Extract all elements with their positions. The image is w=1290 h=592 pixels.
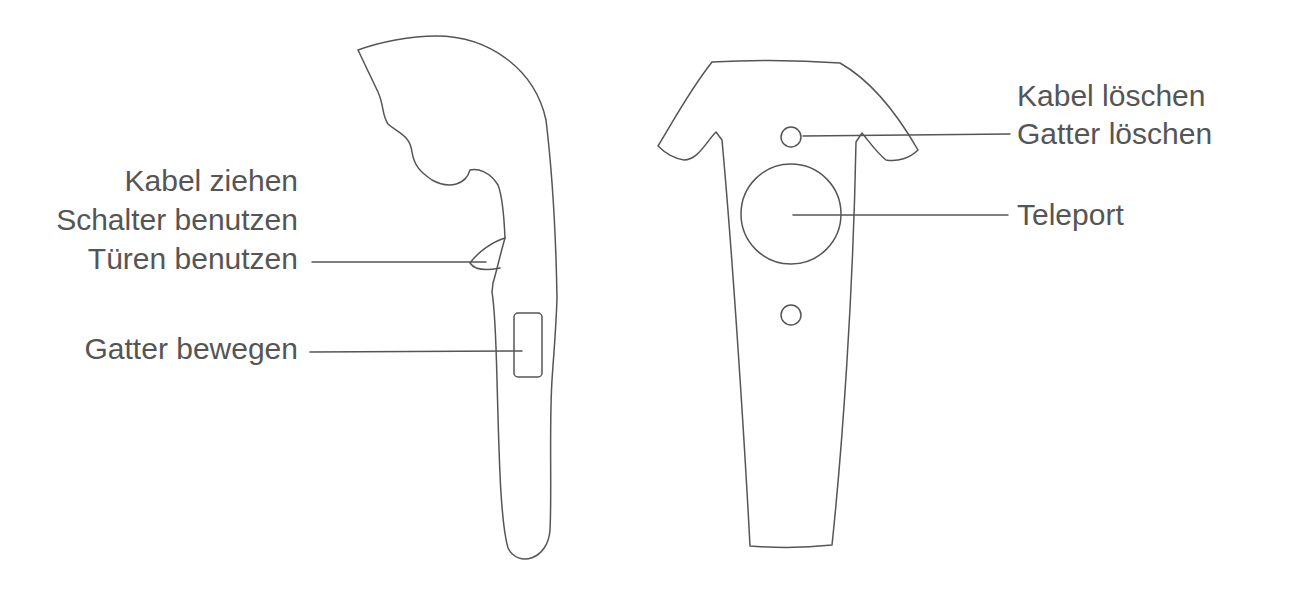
part-label: Gatter bewegen [85,334,298,364]
part-label: Kabel löschen [1017,81,1205,111]
controller-front-outline [658,61,918,548]
trackpad [741,164,841,264]
part-label: Türen benutzen [88,244,298,274]
part-label: Gatter löschen [1017,119,1212,149]
leader-line [793,214,1008,216]
part-label: Kabel ziehen [125,166,298,196]
part-label: Teleport [1017,200,1124,230]
leader-line [312,261,486,263]
menu-button [781,127,801,147]
leader-line [310,351,522,352]
trigger-outline [470,238,505,270]
grip-button [514,313,542,377]
controller-side-outline [358,36,557,559]
part-label: Schalter benutzen [56,205,298,235]
system-button [781,305,801,325]
leader-line [803,134,1010,136]
